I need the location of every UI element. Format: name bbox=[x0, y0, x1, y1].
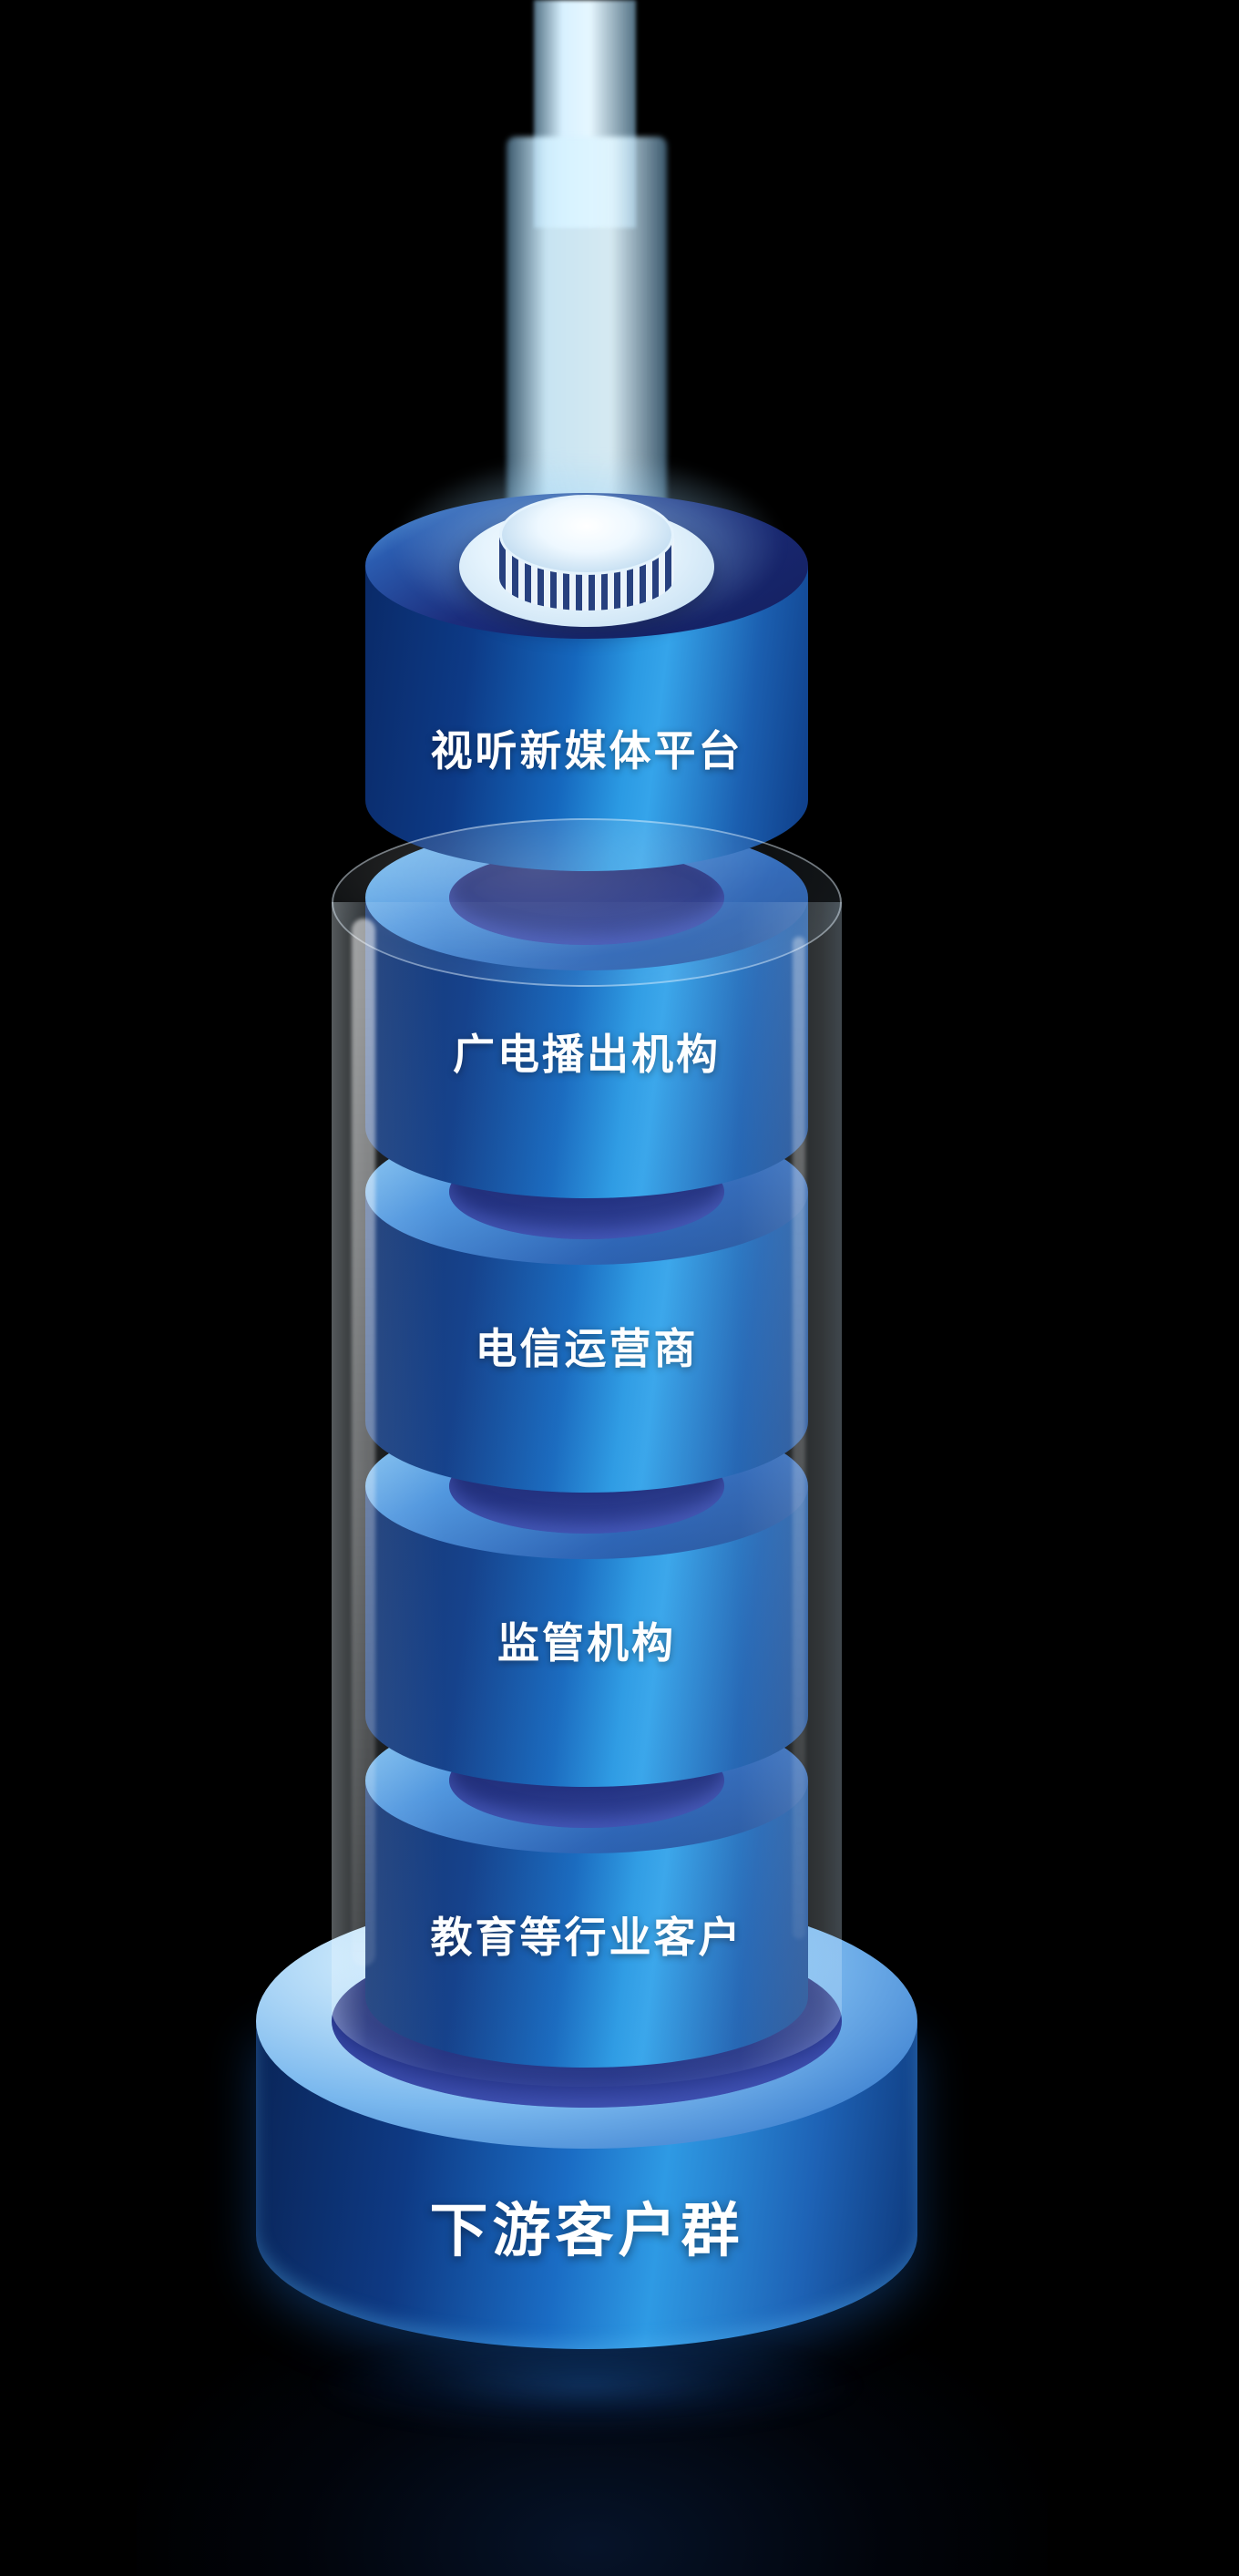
base-label: 下游客户群 bbox=[429, 2198, 744, 2263]
layer-1-label: 视听新媒体平台 bbox=[430, 727, 743, 775]
cap-top-face bbox=[499, 495, 674, 575]
layer-3-label: 电信运营商 bbox=[475, 1325, 699, 1372]
layer-5-label: 教育等行业客户 bbox=[430, 1914, 743, 1961]
layer-4-label: 监管机构 bbox=[497, 1619, 676, 1667]
layer-2-label: 广电播出机构 bbox=[453, 1031, 721, 1078]
base-reflection bbox=[311, 2335, 863, 2436]
